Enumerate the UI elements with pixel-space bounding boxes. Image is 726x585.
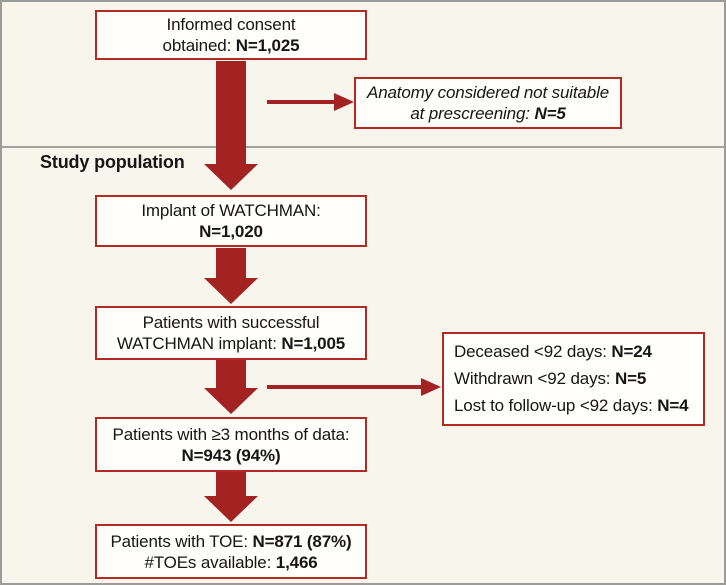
successful-implant-box: Patients with successful WATCHMAN implan… [95,306,367,360]
months-line1: Patients with ≥3 months of data: [112,424,350,444]
followup-exclusions-box: Deceased <92 days: N=24 Withdrawn <92 da… [442,332,705,426]
section-label-study-population: Study population [40,152,185,172]
toe-line1: Patients with TOE: N=871 (87%) [110,531,352,551]
toe-line2: #TOEs available: 1,466 [144,552,318,572]
implant-box: Implant of WATCHMAN: N=1,020 [95,195,367,247]
exclusion-row-withdrawn: Withdrawn <92 days: N=5 [454,368,647,388]
consent-box: Informed consent obtained: N=1,025 [95,10,367,60]
exclusion-row-deceased: Deceased <92 days: N=24 [454,342,652,362]
toe-box: Patients with TOE: N=871 (87%) #TOEs ava… [95,524,367,579]
arrow-down-successful-to-months-icon [204,359,258,414]
months-line2: N=943 (94%) [181,445,281,465]
three-months-data-box: Patients with ≥3 months of data: N=943 (… [95,417,367,472]
implant-line2: N=1,020 [199,222,263,241]
successful-line1: Patients with successful [142,313,320,332]
arrow-right-to-exclusions-head-icon [421,378,441,396]
study-population-divider [2,146,724,148]
consent-line2: obtained: N=1,025 [162,36,300,55]
anatomy-line1: Anatomy considered not suitable [367,83,609,102]
consent-line1: Informed consent [166,15,296,34]
arrow-down-implant-to-successful-icon [204,248,258,304]
successful-line2: WATCHMAN implant: N=1,005 [116,334,346,353]
implant-line1: Implant of WATCHMAN: [141,201,321,220]
exclusion-row-lost-followup: Lost to follow-up <92 days: N=4 [454,395,689,415]
arrow-down-months-to-toe-icon [204,471,258,522]
arrow-right-to-anatomy-head-icon [334,93,354,111]
anatomy-line2: at prescreening: N=5 [410,104,566,123]
arrow-down-consent-to-implant-icon [204,61,258,190]
anatomy-exclusion-box: Anatomy considered not suitable at presc… [354,77,622,129]
